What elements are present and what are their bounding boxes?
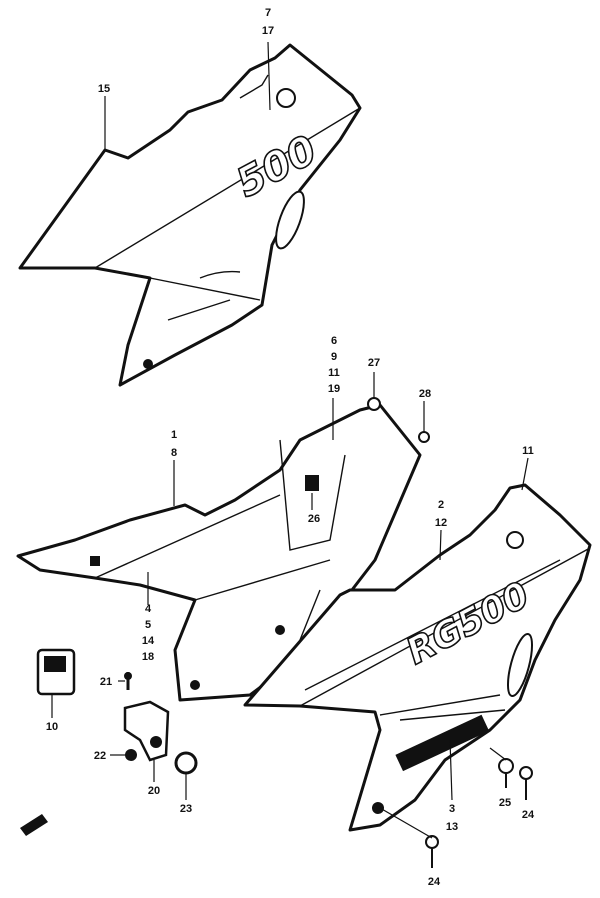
part-20-hole (150, 736, 162, 748)
callout-11-right: 11 (522, 445, 534, 457)
part-25-fastener (498, 758, 514, 774)
callout-13: 13 (446, 821, 458, 833)
callout-20: 20 (148, 785, 160, 797)
callout-24-right: 24 (522, 809, 535, 821)
part-23-grommet (174, 751, 198, 775)
callout-9: 9 (331, 351, 337, 363)
callout-8: 8 (171, 447, 177, 459)
callout-6: 6 (331, 335, 337, 347)
front-arrow-icon (20, 814, 48, 836)
callout-21: 21 (100, 676, 112, 688)
part-27-grommet (367, 397, 381, 411)
callout-7: 7 (265, 7, 271, 19)
upper-side-cover: 500 (18, 43, 362, 387)
part-24-fastener-a (519, 766, 533, 780)
right-side-cover: RG500 (243, 483, 592, 832)
callout-15: 15 (98, 83, 110, 95)
callout-2: 2 (438, 499, 444, 511)
part-21-head (124, 672, 132, 680)
callout-22: 22 (94, 750, 106, 762)
callout-24-bottom: 24 (428, 876, 441, 888)
callout-10: 10 (46, 721, 58, 733)
callout-5: 5 (145, 619, 151, 631)
callout-17: 17 (262, 25, 274, 37)
callout-3: 3 (449, 803, 455, 815)
callout-11-upper: 11 (328, 367, 340, 379)
callout-23: 23 (180, 803, 192, 815)
part-22-nut (125, 749, 137, 761)
part-10-detail (44, 656, 66, 672)
small-parts (20, 397, 533, 868)
callout-19: 19 (328, 383, 340, 395)
callout-1: 1 (171, 429, 177, 441)
callout-4: 4 (145, 603, 152, 615)
callout-14: 14 (142, 635, 155, 647)
leader-lines (51, 41, 529, 839)
callout-26: 26 (308, 513, 320, 525)
part-28-grommet (418, 431, 430, 443)
callout-12: 12 (435, 517, 447, 529)
callout-28: 28 (419, 388, 431, 400)
callout-25: 25 (499, 797, 511, 809)
callout-27: 27 (368, 357, 380, 369)
callout-18: 18 (142, 651, 154, 663)
callout-labels: 7 17 15 6 9 11 19 27 28 1 8 26 11 2 12 4… (46, 7, 535, 888)
